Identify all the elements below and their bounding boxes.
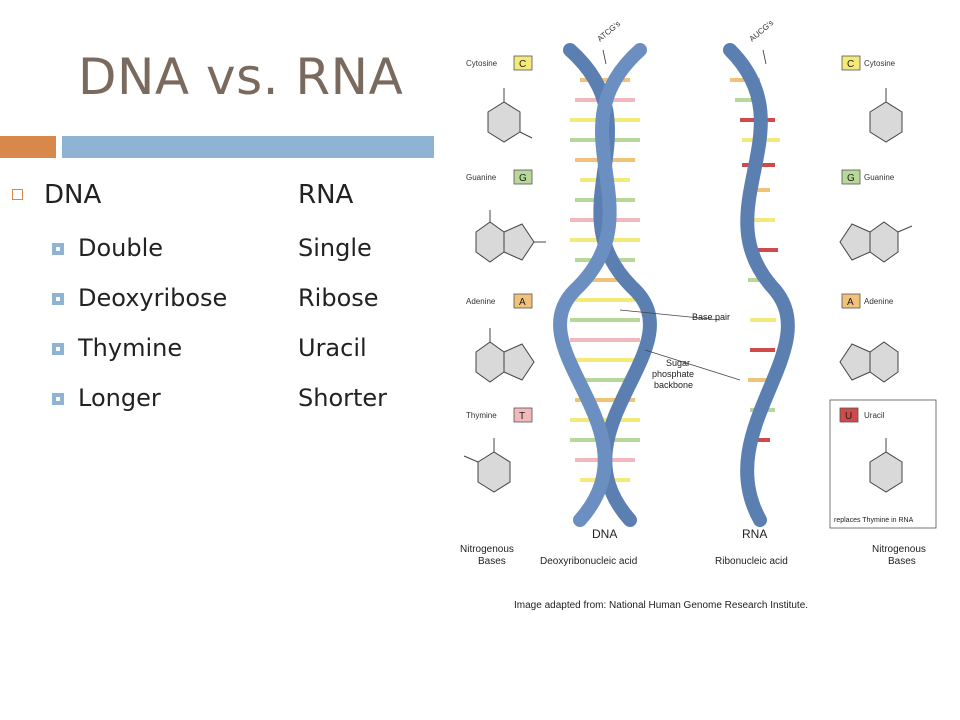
row-dna-value: Deoxyribose (78, 284, 228, 312)
dna-helix: ATCG's (553, 20, 657, 527)
base-letter: G (519, 173, 527, 184)
row-dna-value: Double (78, 234, 164, 262)
dna-top-label: ATCG's (596, 20, 623, 44)
rna-subtitle: Ribonucleic acid (715, 556, 788, 567)
nitrogenous-bases-left: Nitrogenous (460, 544, 514, 555)
left-molecule-structures (463, 88, 546, 493)
nitrogenous-bases-left: Bases (478, 556, 506, 567)
base-letter-box (513, 55, 533, 71)
backbone-label-line: phosphate (652, 369, 694, 379)
dna-subtitle: Deoxyribonucleic acid (540, 556, 637, 567)
rna-helix: AUCG's (723, 20, 795, 527)
bullet-square-icon (12, 189, 23, 200)
base-letter-box (841, 293, 861, 309)
diagram-callouts: Base pair Sugar phosphate backbone (619, 309, 741, 390)
header-rna: RNA (298, 180, 354, 210)
row-rna-value: Single (298, 234, 372, 262)
base-letter-box (841, 55, 861, 71)
row-dna-value: Longer (78, 384, 161, 412)
base-letter: C (847, 59, 854, 70)
title-accent-bar-blue (62, 136, 434, 158)
backbone-label-line: Sugar (666, 358, 690, 368)
title-accent-bar-orange (0, 136, 56, 158)
base-pair-label: Base pair (692, 312, 730, 322)
left-base-labels: Cytosine C Guanine G Adenine A Thymine T (466, 55, 533, 423)
image-credit: Image adapted from: National Human Genom… (514, 600, 808, 611)
dna-label: DNA (592, 527, 617, 541)
dna-rna-diagram: Cytosine C Guanine G Adenine A Thymine T (460, 20, 937, 611)
rna-label: RNA (742, 527, 767, 541)
base-letter-box (513, 293, 533, 309)
row-dna-value: Thymine (78, 334, 183, 362)
base-name-label: Adenine (466, 297, 496, 306)
nitrogenous-bases-right: Bases (888, 556, 916, 567)
bullet-box-icon (52, 293, 64, 305)
base-name-label: Thymine (466, 411, 497, 420)
row-rna-value: Ribose (298, 284, 379, 312)
base-name-label: Adenine (864, 297, 894, 306)
row-rna-value: Shorter (298, 384, 388, 412)
base-name-label: Cytosine (864, 59, 896, 68)
base-letter-box (839, 407, 859, 423)
base-letter: T (519, 411, 525, 422)
header-dna: DNA (44, 180, 102, 210)
base-letter: A (847, 297, 854, 308)
base-letter-box (513, 169, 533, 185)
base-name-label: Cytosine (466, 59, 498, 68)
bullet-box-icon (52, 243, 64, 255)
bullet-box-icon (52, 393, 64, 405)
base-letter-box (841, 169, 861, 185)
row-rna-value: Uracil (298, 334, 367, 362)
right-molecule-structures (839, 88, 913, 493)
uracil-note: replaces Thymine in RNA (834, 517, 914, 524)
base-name-label: Guanine (466, 173, 497, 182)
slide-title: DNA vs. RNA (78, 48, 404, 106)
base-letter: U (845, 411, 852, 422)
base-letter: C (519, 59, 526, 70)
base-letter-box (513, 407, 533, 423)
uracil-box (829, 399, 937, 529)
nitrogenous-bases-right: Nitrogenous (872, 544, 926, 555)
right-base-labels: C Cytosine G Guanine A Adenine U Uracil … (829, 55, 937, 529)
bullet-box-icon (52, 343, 64, 355)
base-name-label: Guanine (864, 173, 895, 182)
backbone-label-line: backbone (654, 380, 693, 390)
diagram-bottom-labels: DNA Deoxyribonucleic acid RNA Ribonuclei… (460, 527, 926, 611)
base-letter: A (519, 297, 526, 308)
base-name-label: Uracil (864, 411, 885, 420)
rna-top-label: AUCG's (748, 20, 776, 44)
base-letter: G (847, 173, 855, 184)
